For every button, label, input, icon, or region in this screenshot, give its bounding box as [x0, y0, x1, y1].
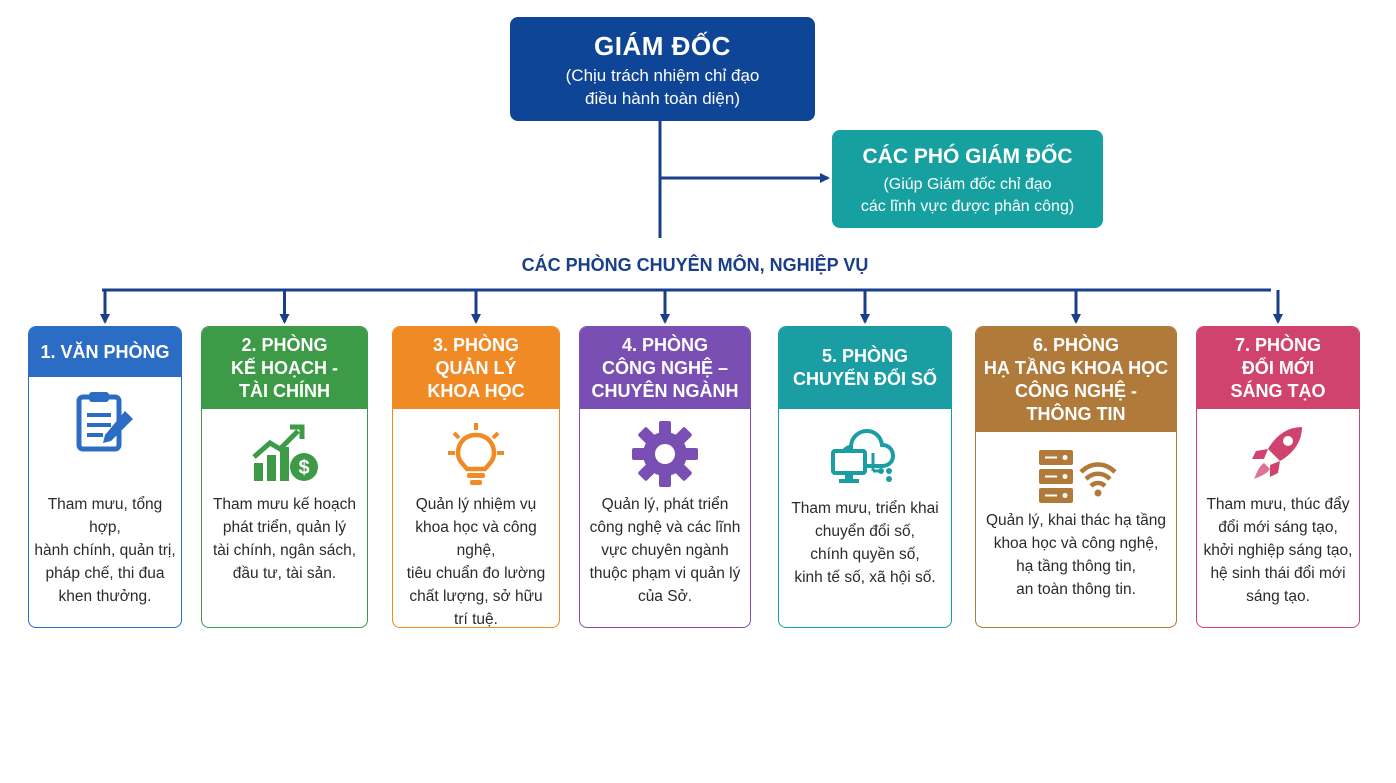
deputy-subtitle-line2: các lĩnh vực được phân công) [860, 198, 1075, 215]
department-description-line: Quản lý nhiệm vụ [415, 496, 537, 513]
department-description: Quản lý nhiệm vụ khoa học và công nghệ, ti… [393, 493, 559, 628]
department-title-line: 3. PHÒNG [432, 334, 520, 355]
department-title-line: 4. PHÒNG [621, 334, 708, 355]
department-title-line: 2. PHÒNG [241, 334, 328, 355]
department-description-line: chuyển đổi số, [815, 523, 915, 540]
department-description-line: kinh tế số, xã hội số. [794, 569, 936, 586]
finance-chart-icon: $ [202, 417, 367, 491]
department-title-line: SÁNG TẠO [1230, 380, 1326, 401]
department-description-line: đầu tư, tài sản. [232, 565, 337, 582]
clipboard-icon [29, 385, 181, 459]
department-title-line: CÔNG NGHỆ - [1014, 380, 1137, 401]
department-description-line: hành chính, quản trị, [34, 542, 176, 559]
department-description-line: trí tuệ. [454, 611, 498, 628]
department-description: Tham mưu kế hoạch phát triển, quản lý tài … [202, 493, 367, 585]
department-description: Tham mưu, triển khai chuyển đổi số, chính … [779, 497, 951, 589]
department-description-line: Quản lý, khai thác hạ tầng [985, 512, 1167, 529]
department-description: Quản lý, phát triển công nghệ và các lĩnh… [580, 493, 750, 608]
department-title: 5. PHÒNG CHUYỂN ĐỔI SỐ [779, 327, 951, 409]
section-title: CÁC PHÒNG CHUYÊN MÔN, NGHIỆP VỤ [521, 255, 869, 275]
gear-icon [580, 417, 750, 491]
deputy-title: CÁC PHÓ GIÁM ĐỐC [862, 145, 1073, 168]
department-title-text: 5. PHÒNG CHUYỂN ĐỔI SỐ [793, 345, 937, 391]
department-description-line: khoa học và công nghệ, [415, 519, 537, 559]
department-description-line: vực chuyên ngành [601, 542, 729, 559]
department-description-line: phát triển, quản lý [222, 519, 347, 536]
department-description-line: công nghệ và các lĩnh [589, 519, 741, 536]
department-title-line: 6. PHÒNG [1032, 334, 1119, 355]
cloud-computer-icon [779, 417, 951, 491]
svg-text:$: $ [298, 457, 309, 479]
department-description-line: Quản lý, phát triển [601, 496, 729, 513]
department-description-line: tiêu chuẩn đo lường [406, 565, 546, 582]
deputy-box: CÁC PHÓ GIÁM ĐỐC (Giúp Giám đốc chỉ đạo … [832, 130, 1103, 228]
server-wifi-icon [976, 440, 1176, 514]
department-title-line: ĐỔI MỚI [1241, 357, 1315, 378]
department-title-line: QUẢN LÝ [435, 357, 517, 378]
department-title-line: CÔNG NGHỆ – [601, 357, 728, 378]
department-description-line: đổi mới sáng tạo, [1218, 519, 1338, 536]
department-description: Quản lý, khai thác hạ tầng khoa học và cô… [976, 509, 1176, 601]
department-description-line: sáng tạo. [1246, 588, 1310, 605]
department-description-line: pháp chế, thi đua [45, 565, 165, 582]
department-title-line: CHUYÊN NGÀNH [591, 380, 739, 401]
department-title-line: THÔNG TIN [1026, 403, 1126, 424]
department-description: Tham mưu, tổng hợp, hành chính, quản trị,… [29, 493, 181, 608]
rocket-icon [1197, 417, 1359, 491]
department-description-line: thuộc phạm vi quản lý [589, 565, 741, 582]
director-subtitle-line2: điều hành toàn diện) [584, 89, 741, 108]
department-description-line: Tham mưu, tổng hợp, [47, 496, 163, 536]
department-description-line: chính quyền số, [810, 546, 920, 563]
department-description-line: Tham mưu, triển khai [791, 500, 939, 517]
department-card: 1. VĂN PHÒNG Tham mưu, tổng hợp, hành chí… [28, 326, 182, 628]
department-title-line: 5. PHÒNG [821, 346, 909, 366]
department-title-line: HẠ TẦNG KHOA HỌC [983, 357, 1169, 378]
department-title-line: 7. PHÒNG [1234, 334, 1321, 355]
department-description-line: khoa học và công nghệ, [993, 535, 1159, 552]
department-title: 1. VĂN PHÒNG [29, 327, 181, 377]
department-title-line: KHOA HỌC [427, 380, 525, 401]
director-subtitle-line1: (Chịu trách nhiệm chỉ đạo [565, 66, 760, 85]
department-title-line: KẾ HOẠCH - [231, 357, 338, 378]
department-description: Tham mưu, thúc đẩy đổi mới sáng tạo, khởi … [1197, 493, 1359, 608]
department-description-line: hạ tầng thông tin, [1016, 558, 1136, 575]
department-title-text: 1. VĂN PHÒNG [40, 341, 169, 364]
department-description-line: Tham mưu kế hoạch [212, 496, 357, 513]
department-description-line: khởi nghiệp sáng tạo, [1203, 542, 1353, 559]
department-description-line: chất lượng, sở hữu [409, 588, 543, 605]
department-description-line: an toàn thông tin. [1016, 581, 1136, 598]
department-title-line: 1. VĂN PHÒNG [40, 341, 170, 362]
department-description-line: khen thưởng. [58, 588, 152, 605]
deputy-subtitle-line1: (Giúp Giám đốc chỉ đạo [883, 176, 1052, 193]
director-title: GIÁM ĐỐC [594, 31, 731, 61]
department-description-line: hệ sinh thái đổi mới [1210, 565, 1346, 582]
director-box: GIÁM ĐỐC (Chịu trách nhiệm chỉ đạo điều … [510, 17, 815, 121]
department-title-line: CHUYỂN ĐỔI SỐ [792, 369, 938, 389]
department-title-line: TÀI CHÍNH [239, 380, 330, 401]
department-description-line: của Sở. [637, 588, 693, 605]
department-description-line: Tham mưu, thúc đẩy [1206, 496, 1350, 513]
department-card: 5. PHÒNG CHUYỂN ĐỔI SỐ Tham mưu, triển kh… [778, 326, 952, 628]
department-description-line: tài chính, ngân sách, [212, 542, 357, 559]
lightbulb-icon [393, 417, 559, 491]
